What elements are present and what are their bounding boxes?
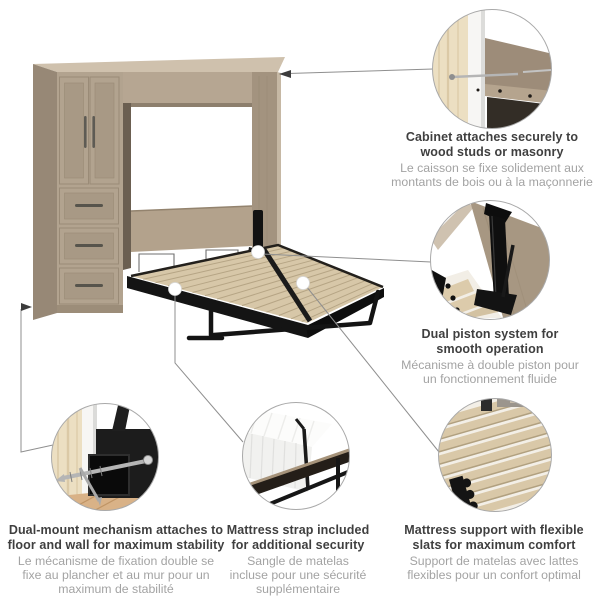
callout-text-strap: Mattress strap included for additional s… xyxy=(180,523,416,596)
callout-slats-title-fr: Support de matelas avec lattes flexibles… xyxy=(407,554,581,582)
storage-cabinet-front xyxy=(57,72,123,313)
leader-line-dual-mount xyxy=(20,309,54,453)
callout-piston-title-fr: Mécanisme à double piston pour un foncti… xyxy=(401,358,579,386)
leader-line-slats xyxy=(305,285,440,453)
callout-text-slats: Mattress support with flexible slats for… xyxy=(376,523,600,582)
callout-cabinet-title-en: Cabinet attaches securely to wood studs … xyxy=(405,130,579,159)
bed-cabinet-back-board xyxy=(131,206,252,252)
murphy-bed-product xyxy=(33,57,384,341)
wall-bracket-left xyxy=(138,253,175,272)
mattress-strap xyxy=(294,418,310,490)
callout-strap-title-fr: Sangle de matelas incluse pour une sécur… xyxy=(229,554,367,596)
anchor-dot-strap xyxy=(168,282,182,296)
leader-line-cabinet xyxy=(287,68,434,74)
callout-strap-title-en: Mattress strap included for additional s… xyxy=(226,523,370,552)
callout-circle-dual-mount xyxy=(51,403,159,511)
anchor-dot-slats xyxy=(296,276,310,290)
arrowhead-cabinet xyxy=(279,70,291,78)
callout-dual-mount-title-fr: Le mécanisme de fixation double se fixe … xyxy=(17,554,215,596)
deck-center-rail xyxy=(260,246,313,323)
cabinet-top-face xyxy=(33,57,285,72)
cabinet-drawers xyxy=(59,187,119,305)
callout-slats-title-en: Mattress support with flexible slats for… xyxy=(404,523,584,552)
callout-cabinet-title-fr: Le caisson se fixe solidement aux montan… xyxy=(391,161,593,189)
callout-circle-piston xyxy=(430,200,550,320)
callout-circle-cabinet xyxy=(432,9,552,129)
leader-lines xyxy=(20,68,440,453)
door-handle-left xyxy=(84,116,87,148)
callout-text-piston: Dual piston system for smooth operation … xyxy=(370,327,600,386)
leader-line-strap xyxy=(174,292,244,443)
arrowhead-dual-mount xyxy=(21,303,32,311)
deck-slats xyxy=(143,247,381,323)
callout-dual-mount-title-en: Dual-mount mechanism attaches to floor a… xyxy=(7,523,225,552)
callout-circle-strap xyxy=(242,402,350,510)
callout-piston-title-en: Dual piston system for smooth operation xyxy=(421,327,559,356)
mounting-screw xyxy=(451,72,519,79)
lag-screw xyxy=(55,455,153,483)
bed-support-leg xyxy=(186,289,381,341)
bed-cabinet-inner-left xyxy=(123,103,131,270)
cabinet-left-side-panel xyxy=(33,64,57,320)
anchor-dot-piston xyxy=(251,245,265,259)
leader-line-piston xyxy=(261,253,432,263)
callout-text-cabinet: Cabinet attaches securely to wood studs … xyxy=(372,130,600,189)
door-handle-right xyxy=(92,116,95,148)
callout-text-dual-mount: Dual-mount mechanism attaches to floor a… xyxy=(0,523,232,596)
